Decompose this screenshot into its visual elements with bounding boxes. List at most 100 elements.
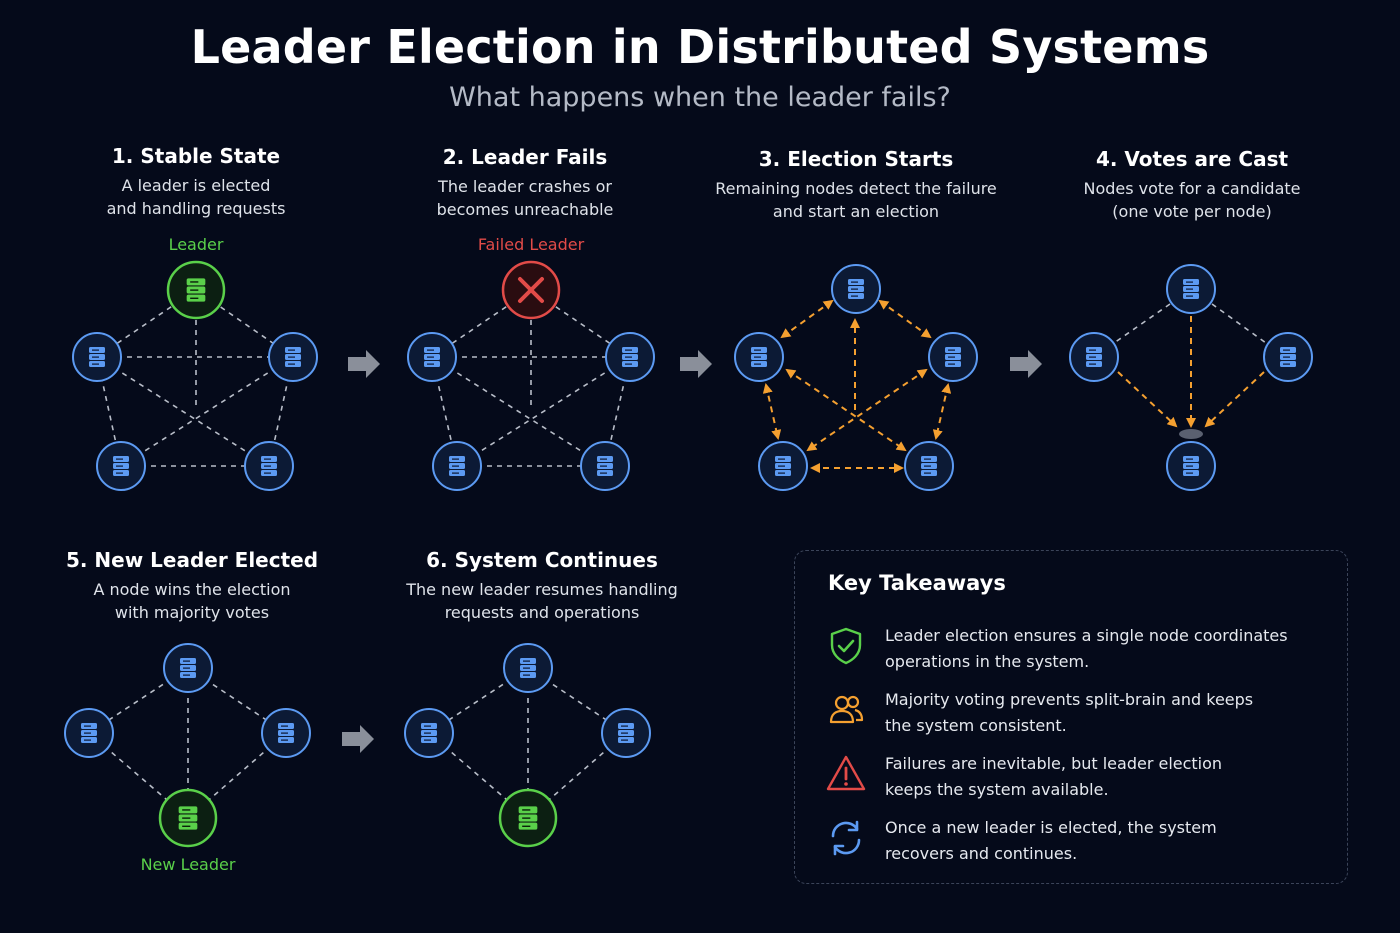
takeaways-title: Key Takeaways	[828, 571, 1006, 595]
takeaway-text: Leader election ensures a single node co…	[885, 623, 1305, 675]
takeaway-item: Leader election ensures a single node co…	[825, 625, 1325, 681]
takeaway-line: keeps the system available.	[885, 780, 1109, 799]
users-icon	[829, 695, 864, 724]
election-message	[932, 383, 952, 440]
step-2-nodes	[407, 260, 655, 491]
node	[244, 441, 294, 491]
takeaway-line: Failures are inevitable, but leader elec…	[885, 754, 1223, 773]
takeaway-item: Once a new leader is elected, the system…	[825, 817, 1325, 873]
node	[64, 708, 114, 758]
link	[456, 356, 631, 467]
step-4-nodes	[1069, 264, 1313, 491]
link	[96, 356, 270, 467]
warning-icon	[826, 755, 866, 791]
takeaway-text: Majority voting prevents split-brain and…	[885, 687, 1305, 739]
takeaway-line: Once a new leader is elected, the system	[885, 818, 1217, 837]
step-4-graph	[1113, 303, 1267, 428]
node	[601, 708, 651, 758]
election-message	[806, 368, 928, 452]
new-leader-label: New Leader	[141, 855, 236, 874]
node	[928, 332, 978, 382]
failed-leader-label: Failed Leader	[478, 235, 585, 254]
vote-arrow	[1204, 371, 1265, 428]
step-desc-line: with majority votes	[114, 603, 270, 622]
step-desc-line: The leader crashes or	[438, 177, 612, 196]
election-message	[780, 299, 834, 339]
node	[1166, 264, 1216, 314]
refresh-icon	[831, 820, 861, 856]
node	[432, 441, 482, 491]
step-3-graph	[762, 299, 952, 473]
step-description: The new leader resumes handling requests…	[372, 578, 712, 624]
step-5-nodes	[64, 643, 311, 848]
node	[831, 264, 881, 314]
takeaway-text: Failures are inevitable, but leader elec…	[885, 751, 1305, 803]
takeaway-item: Failures are inevitable, but leader elec…	[825, 753, 1325, 809]
step-3: 3. Election Starts Remaining nodes detec…	[686, 147, 1026, 223]
link	[431, 356, 606, 467]
step-desc-line: The new leader resumes handling	[406, 580, 678, 599]
step-description: Nodes vote for a candidate (one vote per…	[1022, 177, 1362, 223]
step-desc-line: Remaining nodes detect the failure	[715, 179, 997, 198]
new-leader-node	[158, 788, 218, 848]
node	[72, 332, 122, 382]
node	[1069, 332, 1119, 382]
node	[404, 708, 454, 758]
node	[758, 441, 808, 491]
step-desc-line: (one vote per node)	[1112, 202, 1272, 221]
step-title: 6. System Continues	[426, 548, 658, 572]
next-arrow-icon	[348, 350, 380, 378]
leader-node	[166, 260, 226, 320]
node	[1263, 332, 1313, 382]
election-message	[785, 368, 907, 452]
node	[163, 643, 213, 693]
step-desc-line: becomes unreachable	[436, 200, 614, 219]
vote-arrow	[1117, 371, 1178, 428]
leader-label: Leader	[169, 235, 224, 254]
node	[503, 643, 553, 693]
node	[904, 441, 954, 491]
next-arrow-icon	[342, 725, 374, 753]
step-4: 4. Votes are Cast Nodes vote for a candi…	[1022, 147, 1362, 223]
step-6: 6. System Continues The new leader resum…	[372, 548, 712, 624]
link	[1113, 303, 1171, 344]
shield-check-icon	[830, 627, 862, 665]
next-arrow-icon	[680, 350, 712, 378]
next-arrow-icon	[1010, 350, 1042, 378]
step-description: Remaining nodes detect the failure and s…	[686, 177, 1026, 223]
step-title: 1. Stable State	[111, 144, 281, 168]
step-1-nodes	[72, 260, 318, 491]
leader-node	[498, 788, 558, 848]
page-title: Leader Election in Distributed Systems	[190, 20, 1210, 74]
step-description: A leader is elected and handling request…	[26, 174, 366, 220]
election-message	[878, 299, 932, 339]
step-desc-line: A node wins the election	[93, 580, 291, 599]
step-title: 2. Leader Fails	[442, 145, 608, 169]
step-title: 5. New Leader Elected	[65, 548, 319, 572]
ballot-box-icon	[1179, 429, 1203, 439]
step-3-nodes	[734, 264, 978, 491]
failed-leader-node	[501, 260, 561, 320]
link	[120, 356, 294, 467]
step-desc-line: A leader is elected	[121, 176, 271, 195]
node	[96, 441, 146, 491]
step-desc-line: and handling requests	[106, 199, 286, 218]
step-desc-line: and start an election	[772, 202, 940, 221]
close-icon	[518, 277, 544, 303]
election-message	[762, 383, 782, 440]
takeaway-line: recovers and continues.	[885, 844, 1078, 863]
node	[407, 332, 457, 382]
step-description: A node wins the election with majority v…	[22, 578, 362, 624]
node	[580, 441, 630, 491]
node	[734, 332, 784, 382]
key-takeaways-panel: Key Takeaways Leader election ensures a …	[794, 550, 1348, 884]
step-description: The leader crashes or becomes unreachabl…	[355, 175, 695, 221]
takeaway-item: Majority voting prevents split-brain and…	[825, 689, 1325, 745]
step-desc-line: Nodes vote for a candidate	[1083, 179, 1301, 198]
node	[261, 708, 311, 758]
step-1: 1. Stable State A leader is elected and …	[26, 144, 366, 220]
step-6-nodes	[404, 643, 651, 848]
step-title: 4. Votes are Cast	[1095, 147, 1289, 171]
takeaway-line: Majority voting prevents split-brain and…	[885, 690, 1254, 709]
